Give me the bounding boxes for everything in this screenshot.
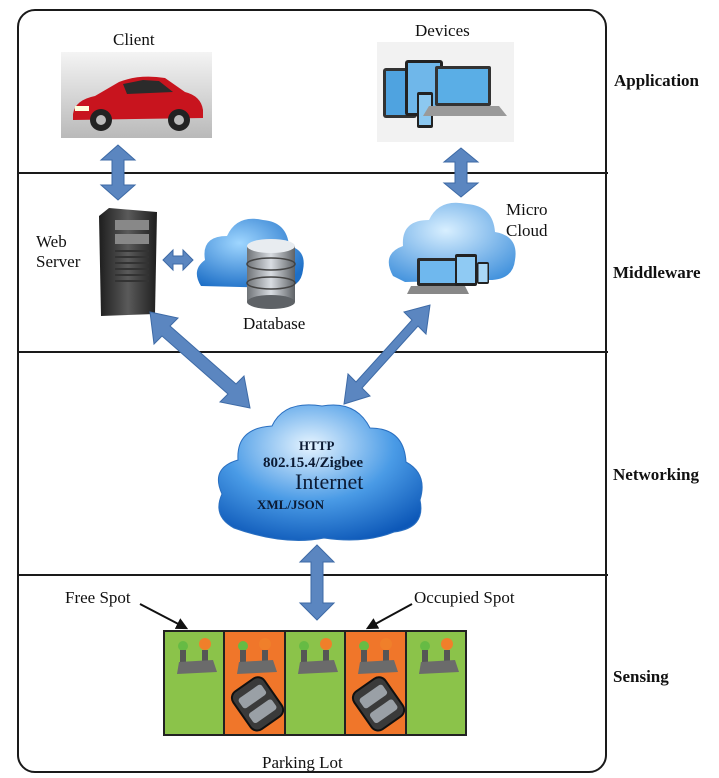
sensor-node-icon bbox=[418, 638, 459, 674]
micro-cloud-icon bbox=[388, 202, 516, 294]
micro-cloud-label-line1: Micro bbox=[506, 200, 548, 219]
web-server-label: Web Server bbox=[36, 232, 80, 272]
occupied-spot-pointer bbox=[365, 603, 413, 630]
arrow-devices-microcloud bbox=[442, 147, 480, 198]
parking-spot-occupied bbox=[225, 632, 286, 734]
web-server-icon bbox=[99, 208, 157, 316]
parking-spot-occupied bbox=[346, 632, 407, 734]
free-spot-pointer bbox=[139, 603, 189, 630]
free-spot-label: Free Spot bbox=[65, 588, 131, 607]
arrow-client-webserver bbox=[99, 144, 137, 201]
sensor-node-icon bbox=[177, 638, 217, 674]
micro-cloud-label: Micro Cloud bbox=[506, 199, 548, 241]
protocol-http: HTTP bbox=[299, 438, 335, 453]
occupied-spot-label: Occupied Spot bbox=[414, 588, 515, 607]
devices-image bbox=[377, 42, 514, 142]
web-server-label-line1: Web bbox=[36, 232, 67, 251]
devices-label: Devices bbox=[415, 21, 470, 40]
layer-label-networking: Networking bbox=[613, 465, 699, 484]
arrow-microcloud-internet bbox=[343, 304, 431, 405]
parking-lot-label: Parking Lot bbox=[262, 753, 343, 772]
internet-cloud bbox=[218, 404, 423, 541]
client-label: Client bbox=[113, 30, 155, 49]
sensor-node-icon bbox=[352, 638, 406, 732]
database-icon bbox=[196, 218, 304, 309]
client-car-image bbox=[61, 52, 212, 138]
layer-label-application: Application bbox=[614, 71, 700, 90]
layer-label-middleware: Middleware bbox=[613, 263, 701, 282]
sensor-node-icon bbox=[297, 638, 338, 674]
parking-spot-free bbox=[406, 632, 466, 734]
arrow-internet-sensing bbox=[298, 544, 336, 621]
internet-title: Internet bbox=[295, 469, 364, 494]
parking-spot-free bbox=[165, 632, 226, 734]
data-format: XML/JSON bbox=[257, 497, 325, 512]
sensor-node-icon bbox=[231, 638, 285, 732]
protocol-zigbee: 802.15.4/Zigbee bbox=[263, 455, 363, 471]
layer-label-sensing: Sensing bbox=[613, 667, 669, 686]
divider-middleware-networking bbox=[18, 351, 608, 353]
divider-application-middleware bbox=[18, 172, 608, 174]
arrow-webserver-database bbox=[162, 248, 194, 272]
web-server-label-line2: Server bbox=[36, 252, 81, 271]
diagram-frame bbox=[17, 9, 607, 773]
database-label: Database bbox=[243, 314, 306, 333]
arrow-webserver-internet bbox=[149, 311, 251, 409]
micro-cloud-label-line2: Cloud bbox=[506, 221, 548, 240]
parking-lot bbox=[163, 630, 467, 736]
parking-spot-free bbox=[285, 632, 347, 734]
